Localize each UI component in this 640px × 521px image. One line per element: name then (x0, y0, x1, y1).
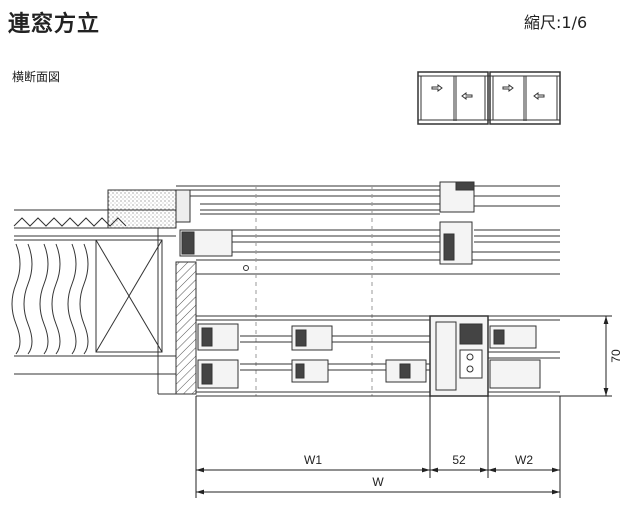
page-title: 連窓方立 (8, 12, 101, 37)
wall-section (11, 189, 197, 395)
dimension-overall-w: W (372, 475, 384, 489)
section-subtitle: 横断面図 (12, 70, 61, 84)
dimension-lines (195, 315, 612, 498)
dimension-depth: 70 (609, 349, 623, 363)
head-frame (175, 181, 560, 396)
dimension-w2: W2 (515, 453, 533, 467)
lower-frame (196, 315, 560, 397)
dimension-mullion-width: 52 (452, 453, 466, 467)
key-plan-thumbnail (417, 71, 561, 125)
dimension-w1: W1 (304, 453, 322, 467)
scale-label: 縮尺:1/6 (524, 13, 588, 32)
insulation (11, 243, 89, 355)
